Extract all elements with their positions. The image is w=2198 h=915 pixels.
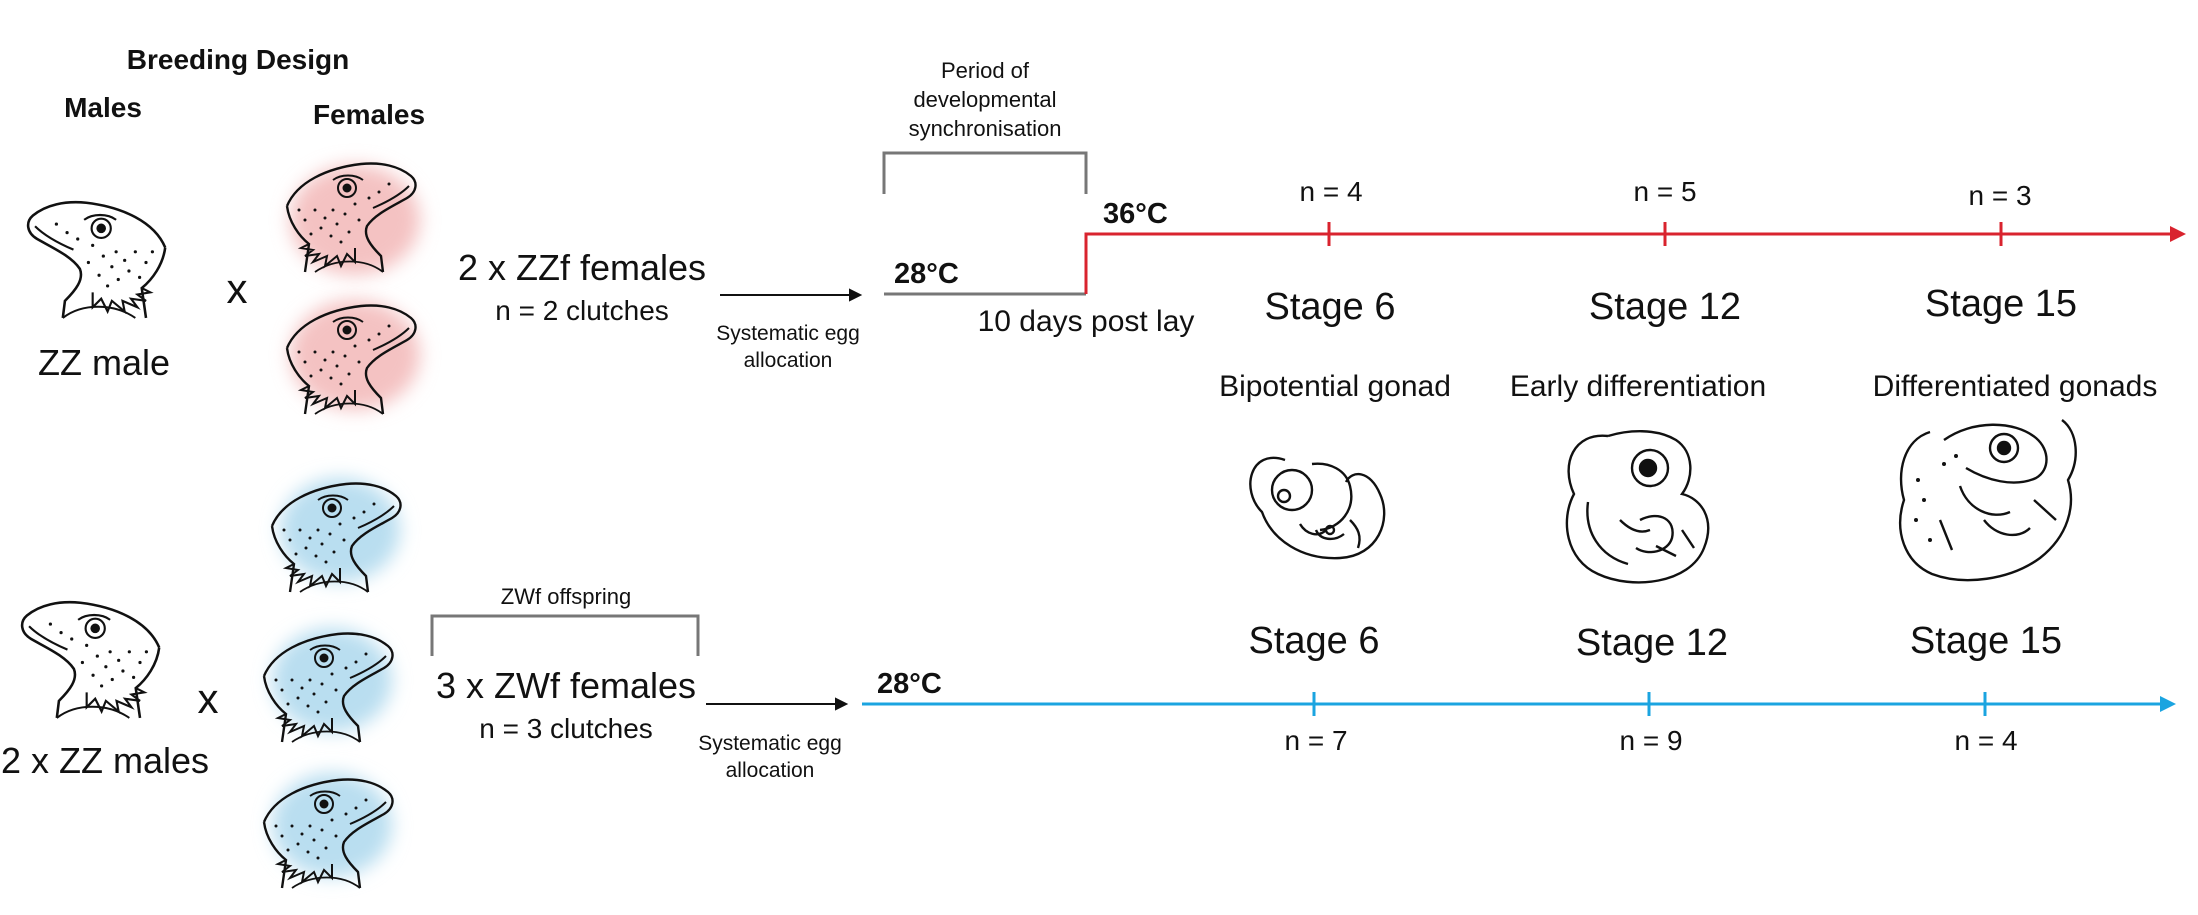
zz-male-lizard-icon — [26, 200, 167, 320]
zzf-female-lizard-icon — [285, 162, 420, 275]
offspring-label: ZWf offspring — [500, 584, 632, 609]
top-n-stage-15: n = 3 — [1968, 180, 2032, 211]
red-arrowhead — [2170, 226, 2186, 242]
zwf-females-label: 3 x ZWf females — [435, 665, 697, 706]
top-stage-12: Stage 12 — [1588, 286, 1742, 328]
top-stage-6: Stage 6 — [1264, 286, 1396, 328]
zzf-clutch-count: n = 2 clutches — [495, 295, 669, 326]
embryo-stage-15-icon — [1899, 419, 2077, 582]
zwf-female-lizard-icon — [262, 628, 394, 744]
bottom-temp-label: 28°C — [877, 668, 942, 700]
cross-symbol-top: x — [226, 265, 248, 312]
zzf-females-label: 2 x ZZf females — [457, 247, 707, 288]
allocation-label-bottom-2: allocation — [725, 759, 815, 782]
offspring-bracket — [430, 614, 700, 656]
embryo-stage-12-icon — [1565, 430, 1710, 584]
synchronisation-bracket — [882, 151, 1088, 194]
zz-males-lizard-icon — [20, 600, 161, 720]
males-heading: Males — [64, 92, 142, 123]
zwf-female-lizard-icon — [270, 478, 402, 594]
sync-label-3: synchronisation — [908, 116, 1062, 141]
sync-label-2: developmental — [913, 87, 1057, 112]
bottom-n-stage-12: n = 9 — [1619, 725, 1683, 756]
zwf-female-lizard-icon — [262, 773, 394, 890]
sync-label-1: Period of — [940, 58, 1030, 83]
temperature-shift-line — [1084, 232, 2170, 294]
red-stage-ticks — [1327, 222, 2003, 246]
embryo-stage-6-icon — [1249, 456, 1386, 560]
allocation-label-bottom-1: Systematic egg — [698, 732, 842, 755]
blue-arrowhead — [2160, 696, 2176, 712]
embryo-desc-stage-15: Differentiated gonads — [1872, 370, 2158, 403]
shift-time-label: 10 days post lay — [977, 305, 1195, 338]
cross-symbol-bottom: x — [197, 675, 219, 722]
bottom-stage-6: Stage 6 — [1248, 620, 1380, 662]
embryo-desc-stage-6: Bipotential gonad — [1219, 370, 1451, 403]
females-heading: Females — [312, 99, 426, 130]
start-temp-label: 28°C — [894, 258, 959, 290]
zzf-female-lizard-icon — [285, 300, 420, 416]
allocation-arrow-bottom — [706, 697, 849, 711]
top-n-stage-6: n = 4 — [1299, 176, 1363, 207]
bottom-n-stage-6: n = 7 — [1284, 725, 1348, 756]
shift-temp-label: 36°C — [1103, 198, 1168, 230]
embryo-desc-stage-12: Early differentiation — [1509, 370, 1767, 403]
top-n-stage-12: n = 5 — [1633, 176, 1697, 207]
bottom-n-stage-15: n = 4 — [1954, 725, 2018, 756]
bottom-stage-12: Stage 12 — [1575, 622, 1729, 664]
zz-males-label: 2 x ZZ males — [0, 740, 210, 781]
allocation-arrow-top — [720, 288, 863, 302]
top-stage-15: Stage 15 — [1924, 283, 2078, 325]
blue-stage-ticks — [1312, 692, 1987, 716]
bottom-stage-15: Stage 15 — [1909, 620, 2063, 662]
breeding-design-title: Breeding Design — [126, 44, 350, 75]
zwf-clutch-count: n = 3 clutches — [479, 713, 653, 744]
zz-male-label: ZZ male — [37, 342, 171, 383]
allocation-label-top-1: Systematic egg — [716, 322, 860, 345]
allocation-label-top-2: allocation — [743, 349, 833, 372]
